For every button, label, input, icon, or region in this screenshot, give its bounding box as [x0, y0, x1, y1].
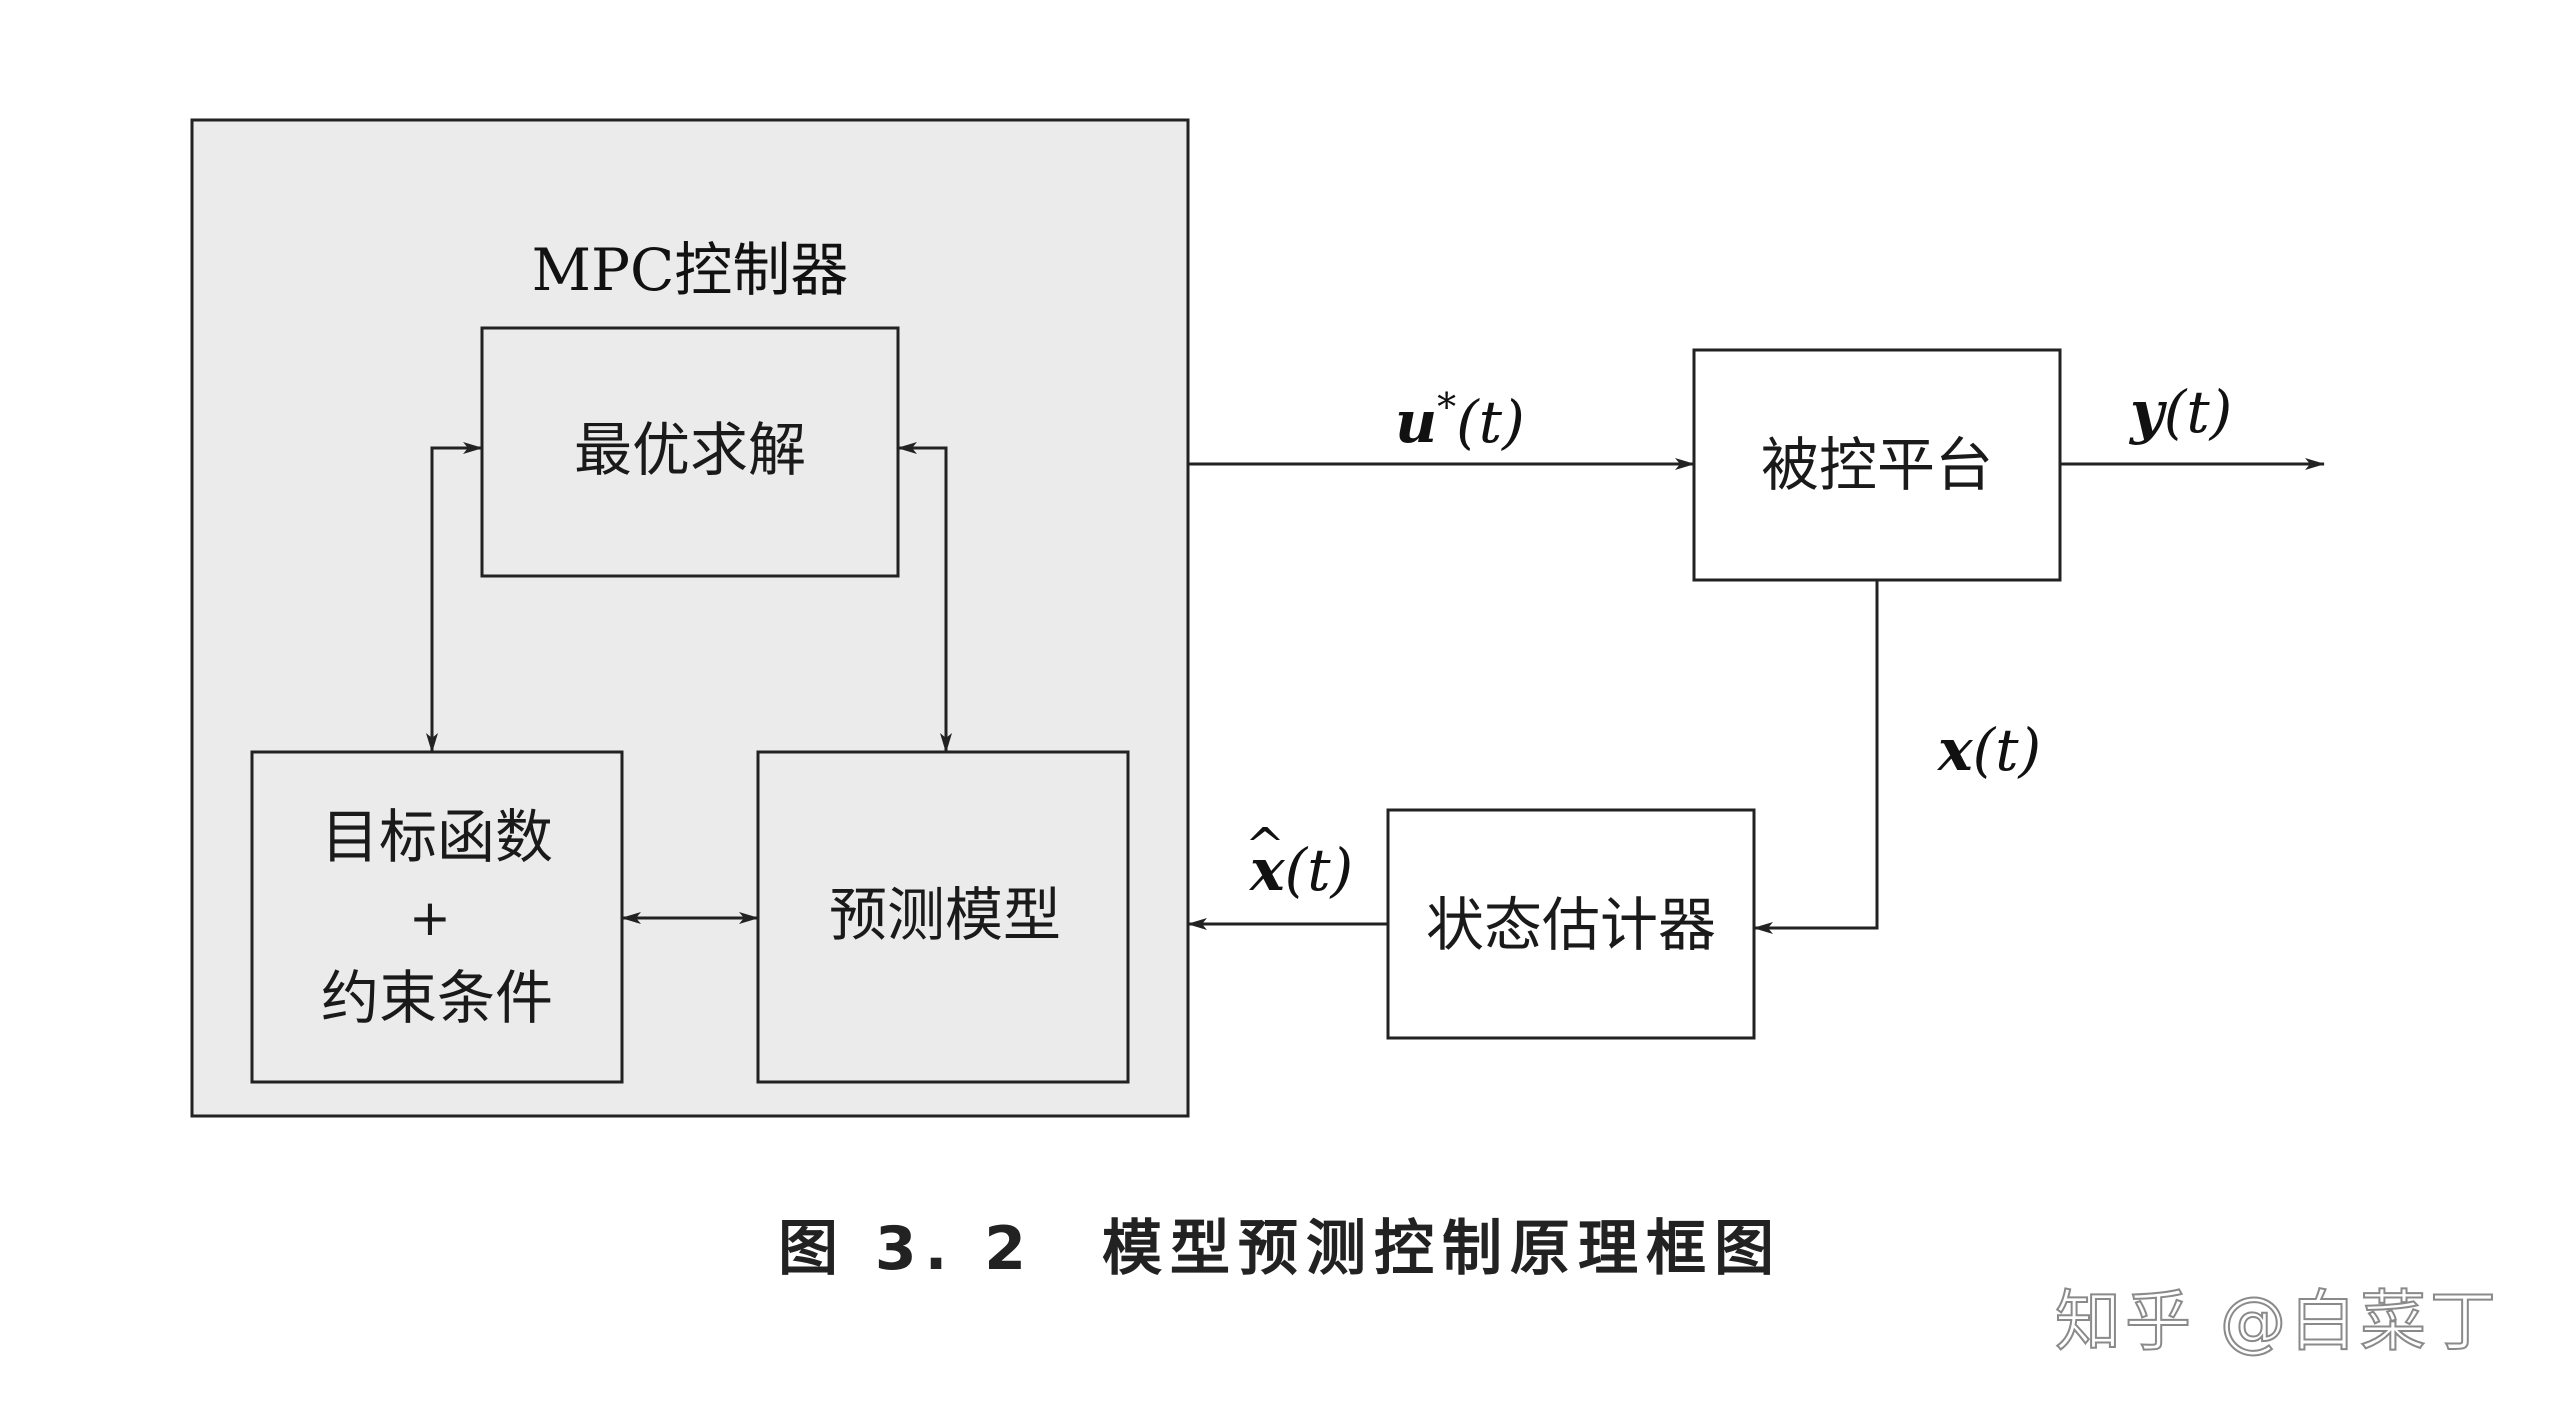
figure-caption: 图 3. 2 模型预测控制原理框图	[777, 1214, 1783, 1284]
zhihu-watermark: 知乎 @白菜丁	[2054, 1282, 2500, 1361]
optimizer-label: 最优求解	[574, 416, 806, 484]
signal-u-star-label: u*(t)	[1395, 385, 1525, 456]
objective-label: 目标函数	[321, 803, 553, 871]
signal-xhat-hat: ^	[1245, 818, 1285, 874]
objective-constraints-box	[250, 750, 624, 1084]
mpc-controller-title: MPC控制器	[532, 236, 849, 304]
constraints-label: 约束条件	[321, 964, 553, 1032]
plant-label: 被控平台	[1761, 431, 1993, 499]
signal-y-label: y(t)	[2128, 378, 2232, 446]
optimizer-box	[480, 326, 900, 578]
objective-plus: +	[409, 889, 451, 947]
arrow-plant-to-estimator	[1753, 580, 1879, 934]
state-estimator-label: 状态估计器	[1426, 891, 1716, 959]
prediction-model-label: 预测模型	[829, 881, 1061, 949]
signal-xhat-label: x(t)	[1248, 836, 1353, 904]
arrow-optimizer-prediction	[897, 442, 952, 753]
arrow-optimizer-objective	[426, 442, 483, 753]
prediction-model-box	[756, 750, 1130, 1084]
signal-x-label: x(t)	[1936, 716, 2041, 784]
state-estimator-box	[1386, 808, 1756, 1040]
